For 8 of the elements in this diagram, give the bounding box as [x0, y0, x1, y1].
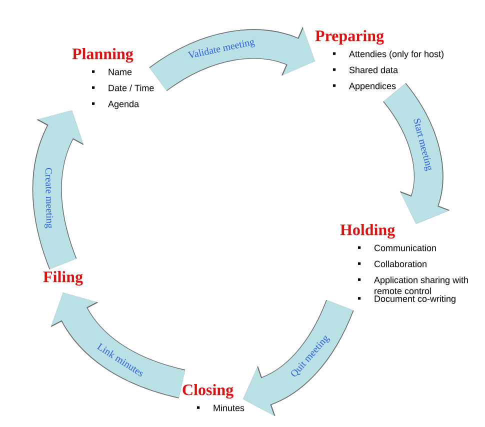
stage-text: Preparing Attendies (only for host) Shared data Appendices [315, 30, 444, 91]
edge-label: Create meeting [42, 166, 54, 230]
stage-text: Closing Minutes [182, 384, 244, 412]
stage-text: Planning Name Date / Time Agenda [72, 48, 154, 109]
edge-label: Start meeting [410, 116, 435, 173]
stage-text: Holding Communication Collaboration Application sharing with remote control Document co-writing [340, 224, 468, 304]
edge-label: Validate meeting [186, 36, 257, 62]
stage-text: Filing [43, 271, 83, 286]
